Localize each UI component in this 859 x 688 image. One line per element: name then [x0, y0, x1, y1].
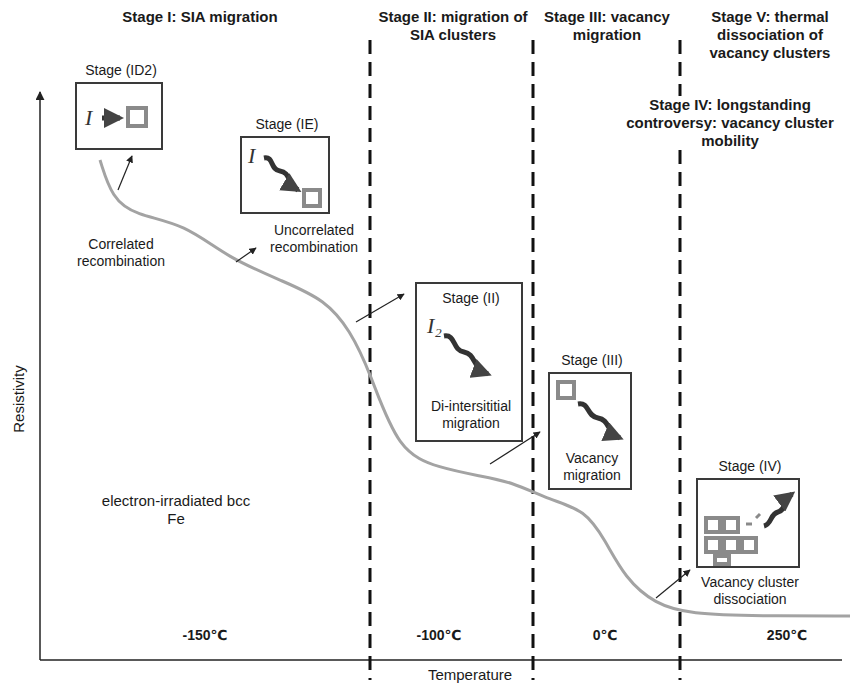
leader-arrows: [118, 156, 690, 598]
stage-caption: Di-intersititial migration: [421, 398, 521, 432]
stage-header: Stage IV: longstanding controversy: vaca…: [604, 96, 856, 150]
axis-title: Temperature: [400, 666, 540, 684]
sample-note: electron-irradiated bcc Fe: [96, 492, 256, 528]
defect-symbol: I: [248, 144, 268, 168]
temperature-tick: -100℃: [404, 626, 474, 644]
stage-label: Stage (III): [542, 352, 642, 369]
stage-label: Stage (II): [421, 290, 521, 307]
stage-box: Stage (II) I₂ Di-intersititial migration: [415, 282, 523, 442]
stage-header: Stage II: migration of SIA clusters: [376, 8, 530, 44]
stage-caption: Uncorrelated recombination: [260, 222, 368, 256]
stage-label: Stage (ID2): [61, 62, 181, 79]
stage-box: Stage (IE)IUncorrelated recombination: [240, 136, 330, 214]
stage-header: Stage V: thermal dissociation of vacancy…: [686, 8, 854, 62]
stage-label: Stage (IV): [692, 458, 808, 475]
stage-header: Stage I: SIA migration: [80, 8, 320, 26]
axis-title: Resistivity: [10, 344, 28, 454]
temperature-tick: 250℃: [752, 626, 822, 644]
stage-box: Stage (III)Vacancy migration: [548, 372, 632, 490]
defect-symbol: I₂: [427, 314, 457, 338]
stage-caption: Vacancy cluster dissociation: [690, 574, 810, 608]
temperature-tick: 0℃: [575, 626, 635, 644]
axes: [40, 92, 842, 660]
stage-label: Stage (IE): [232, 116, 342, 133]
stage-caption: Correlated recombination: [61, 236, 181, 270]
stage-header: Stage III: vacancy migration: [538, 8, 676, 44]
stage-caption: Vacancy migration: [554, 450, 630, 484]
stage-box: Stage (ID2)ICorrelated recombination: [75, 82, 163, 150]
temperature-tick: -150℃: [170, 626, 240, 644]
resistivity-curve: [100, 160, 850, 616]
defect-symbol: I: [85, 106, 105, 130]
stage-box: Stage (IV)Vacancy cluster dissociation: [696, 478, 800, 568]
